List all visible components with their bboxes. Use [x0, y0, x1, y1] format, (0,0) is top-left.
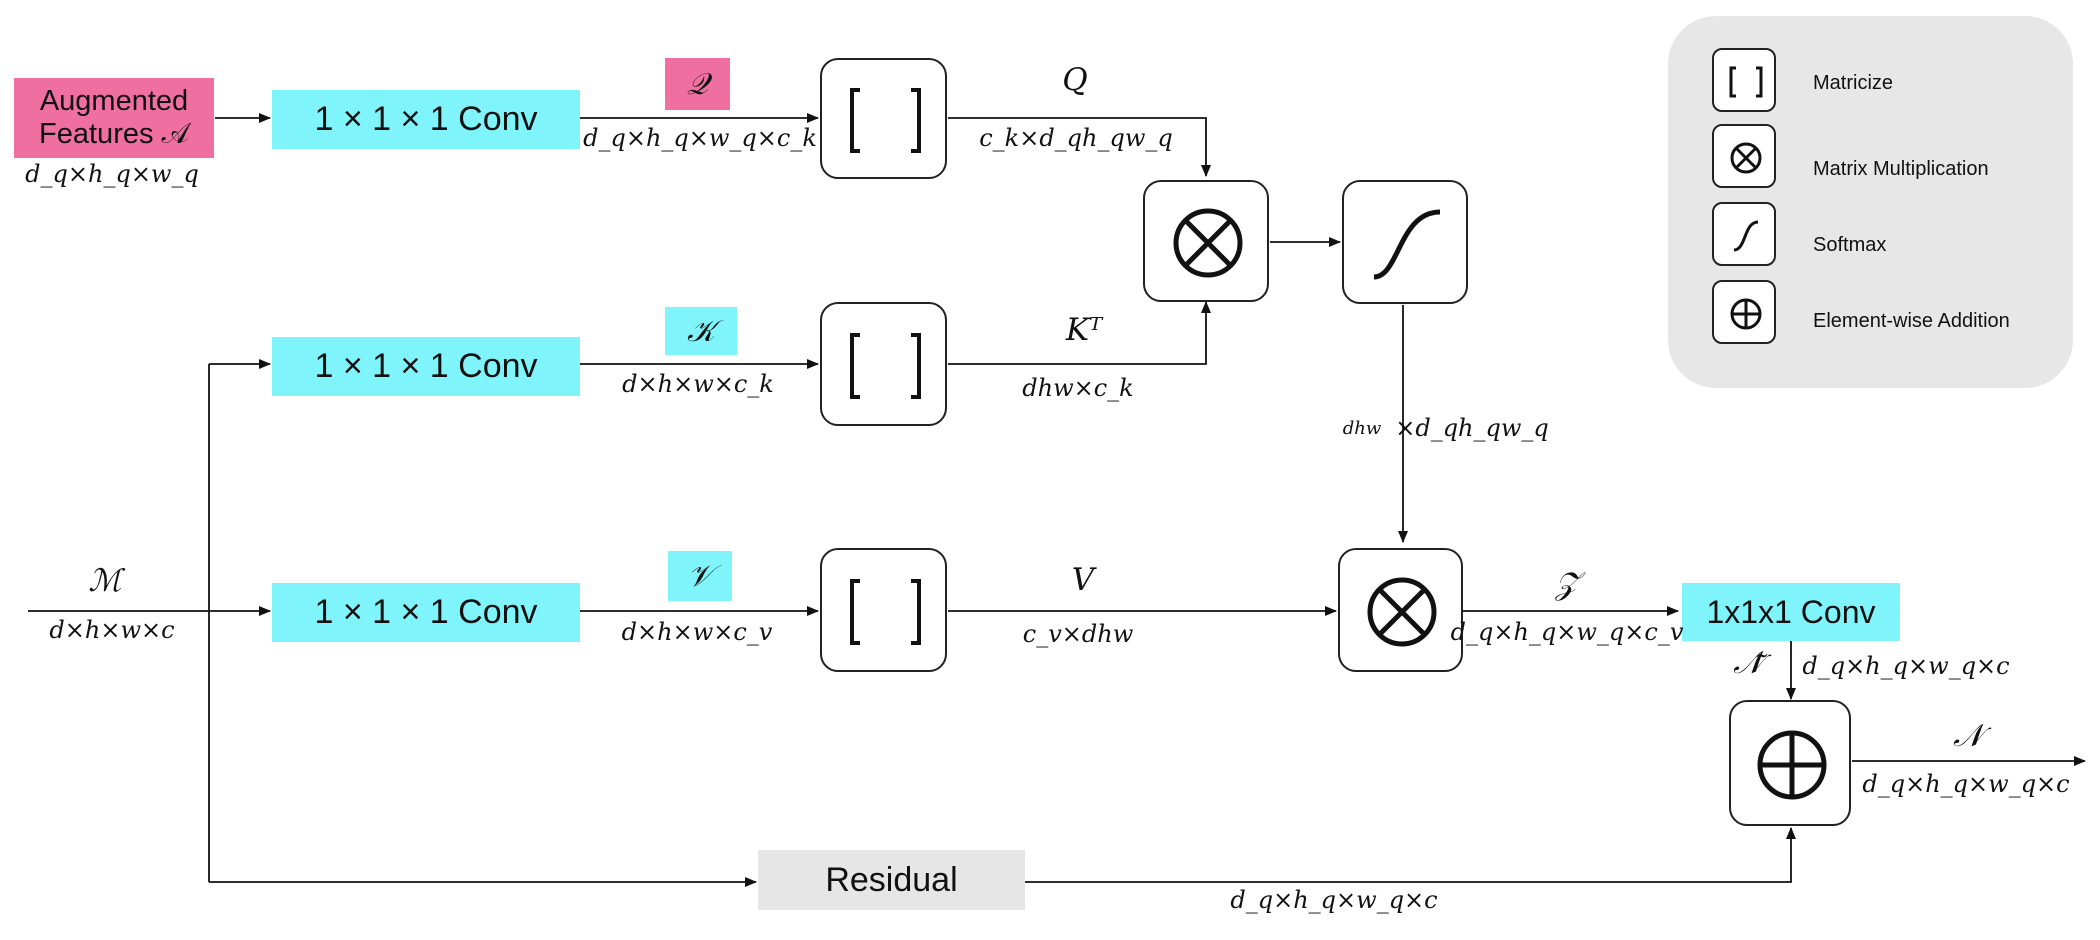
v-script-label: 𝒱	[687, 558, 713, 594]
conv-k-box: 1 × 1 × 1 Conv	[272, 337, 580, 396]
n-label: 𝒩	[1953, 718, 1983, 754]
softmax-icon	[1373, 209, 1441, 280]
multiply-icon	[1367, 577, 1437, 647]
matricize-q-block	[820, 58, 947, 179]
legend-matricize-icon	[1712, 48, 1776, 112]
conv-out-box: 1x1x1 Conv	[1682, 583, 1900, 641]
legend-panel: Matricize Matrix Multiplication Softmax …	[1668, 16, 2073, 388]
augmented-features-label: Augmented Features 𝒜	[39, 85, 189, 150]
attn-dim-dhw: dhw	[1342, 418, 1382, 439]
n-tilde-label: 𝒩̃	[1733, 645, 1763, 681]
q-conv-dim: d_q×h_q×w_q×c_k	[583, 124, 817, 152]
n-tilde-dim: d_q×h_q×w_q×c	[1802, 652, 2010, 680]
n-dim: d_q×h_q×w_q×c	[1862, 770, 2070, 798]
q-script-label: 𝒬	[686, 66, 709, 102]
q-script-box: 𝒬	[665, 58, 730, 110]
q-label: Q	[1062, 62, 1088, 98]
matricize-k-block	[820, 302, 947, 426]
q-mat-dim: c_k×d_qh_qw_q	[979, 124, 1173, 152]
legend-softmax-icon	[1712, 202, 1776, 266]
augmented-features-box: Augmented Features 𝒜	[14, 78, 214, 158]
matricize-v-block	[820, 548, 947, 672]
matrix-multiply-qk-block	[1143, 180, 1269, 302]
v-conv-dim: d×h×w×c_v	[621, 618, 773, 646]
m-dim: d×h×w×c	[49, 616, 175, 644]
m-label: ℳ	[88, 563, 122, 599]
add-icon	[1757, 730, 1827, 800]
matricize-icon	[850, 333, 921, 399]
conv-q-box: 1 × 1 × 1 Conv	[272, 90, 580, 149]
matricize-icon	[850, 88, 921, 153]
matricize-icon	[850, 579, 921, 645]
conv-q-label: 1 × 1 × 1 Conv	[314, 100, 538, 138]
z-label: 𝒵	[1555, 566, 1579, 602]
attn-dim-rest: ×d_qh_qw_q	[1395, 414, 1549, 442]
z-dim: d_q×h_q×w_q×c_v	[1450, 618, 1684, 646]
multiply-icon	[1173, 208, 1243, 278]
residual-dim: d_q×h_q×w_q×c	[1230, 886, 1438, 914]
kt-mat-dim: dhw×c_k	[1022, 374, 1134, 402]
legend-softmax-label: Softmax	[1813, 234, 1887, 256]
conv-v-label: 1 × 1 × 1 Conv	[314, 593, 538, 631]
augmented-features-dim: d_q×h_q×w_q	[25, 160, 199, 188]
k-conv-dim: d×h×w×c_k	[622, 370, 774, 398]
v-label: V	[1071, 562, 1095, 598]
conv-v-box: 1 × 1 × 1 Conv	[272, 583, 580, 642]
k-script-box: 𝒦	[665, 307, 737, 355]
legend-add-label: Element-wise Addition	[1813, 310, 2010, 332]
legend-multiply-label: Matrix Multiplication	[1813, 158, 1989, 180]
conv-k-label: 1 × 1 × 1 Conv	[314, 347, 538, 385]
softmax-block	[1342, 180, 1468, 304]
legend-add-icon	[1712, 280, 1776, 344]
v-script-box: 𝒱	[668, 551, 732, 601]
elementwise-add-block	[1729, 700, 1851, 826]
legend-matricize-label: Matricize	[1813, 72, 1894, 94]
k-script-label: 𝒦	[687, 313, 715, 349]
residual-label: Residual	[825, 860, 958, 899]
matrix-multiply-attn-v-block	[1338, 548, 1463, 672]
kt-label: Kᵀ	[1065, 312, 1103, 348]
legend-multiply-icon	[1712, 124, 1776, 188]
v-mat-dim: c_v×dhw	[1022, 620, 1134, 648]
conv-out-label: 1x1x1 Conv	[1706, 593, 1876, 630]
residual-box: Residual	[758, 850, 1025, 910]
